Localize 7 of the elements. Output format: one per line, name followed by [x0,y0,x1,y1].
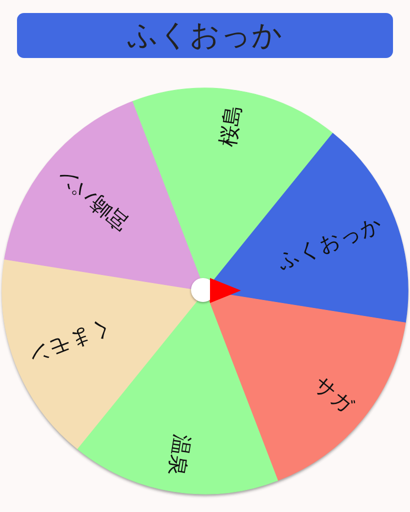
title-bar: ふくおっか [17,13,393,58]
segment-label: 宮崎パン [51,162,134,236]
segment-label: サガ [309,372,359,418]
segment-label: くまモン [25,315,116,370]
segment-label: ふくおっか [274,212,385,274]
segment-label: 桜島 [216,102,246,148]
segment-label: 温泉 [164,432,194,478]
